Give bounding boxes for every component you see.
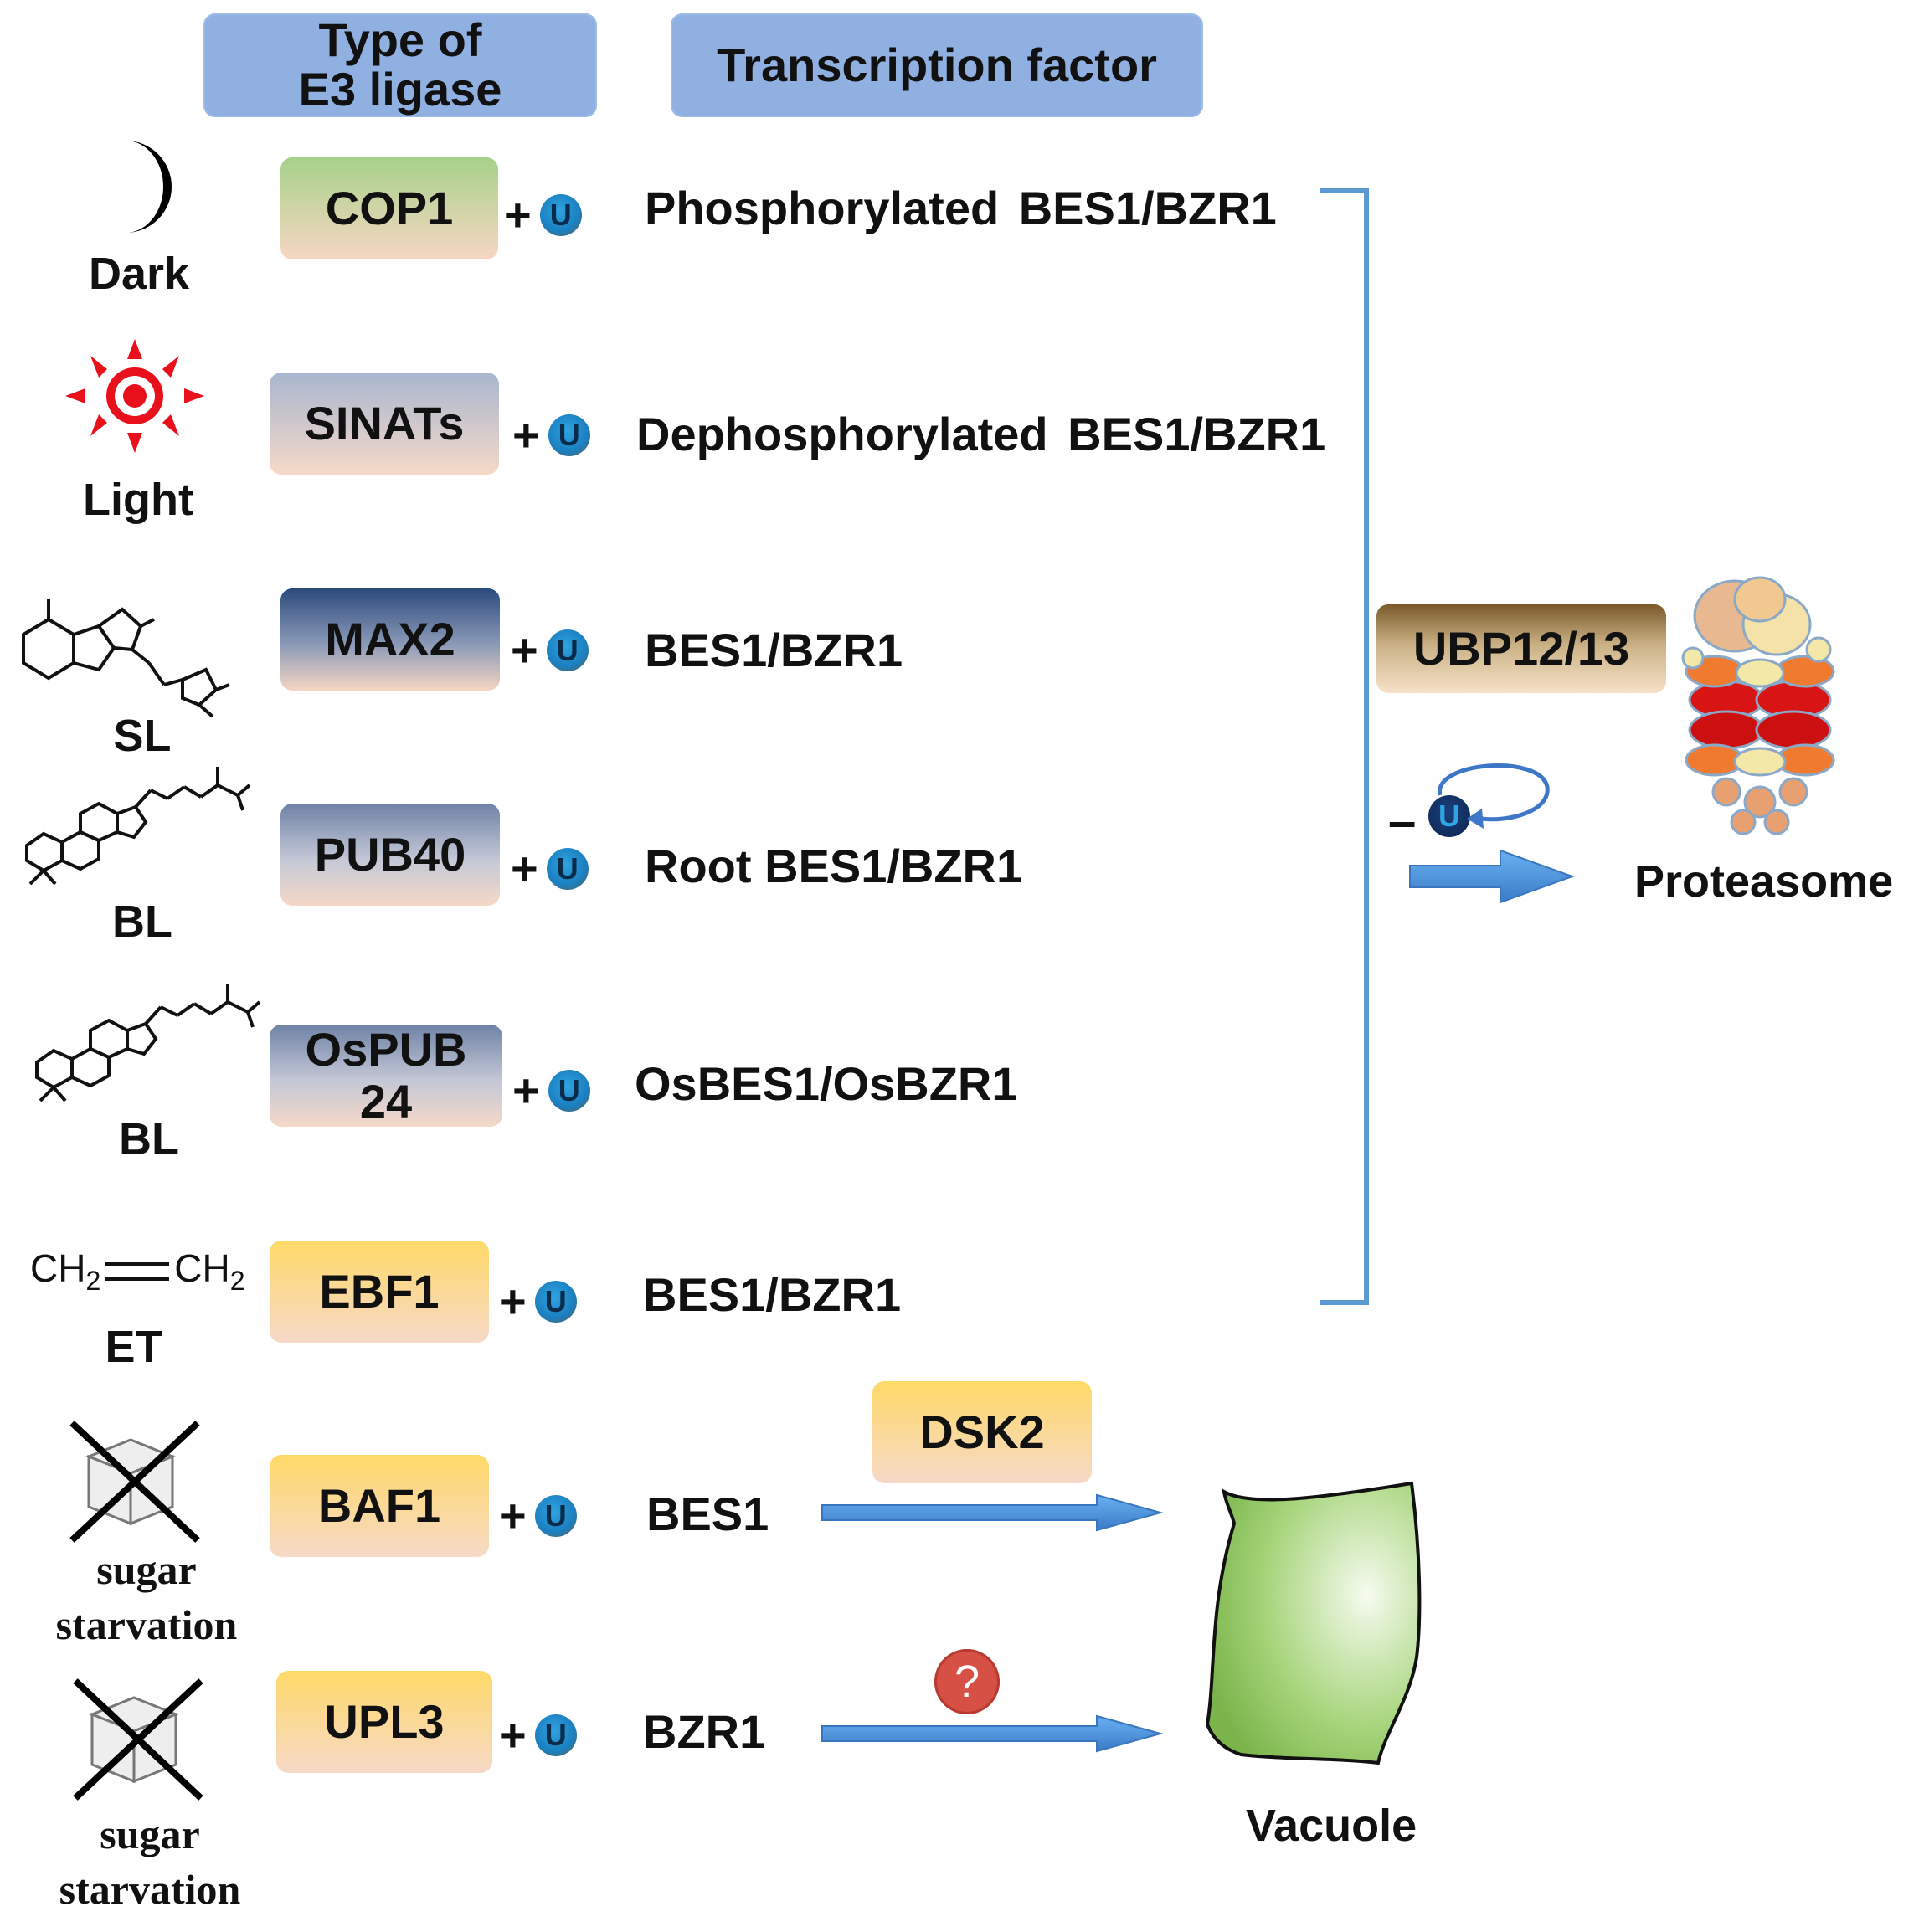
e3-box-cop1: COP1 (280, 157, 498, 259)
strigolactone-structure-icon (22, 599, 230, 718)
dsk2-box: DSK2 (872, 1381, 1092, 1483)
stimulus-label-sl: SL (113, 711, 172, 761)
plus-sign: + (504, 188, 532, 241)
tf-label-phosphorylated: Phosphorylated BES1/BZR1 (645, 182, 1277, 234)
stimulus-label-bl: BL (112, 897, 172, 947)
arrow-bes1-to-vacuole (821, 1493, 1164, 1532)
header-e3-type: Type of E3 ligase (203, 13, 597, 117)
e3-label-upl3: UPL3 (324, 1695, 445, 1749)
e3-box-max2: MAX2 (280, 588, 500, 691)
deubiquitination-loop-arrow (1438, 763, 1550, 829)
plus-ub-baf1: + U (499, 1488, 577, 1543)
tf-label-ebf1-target: BES1/BZR1 (643, 1268, 902, 1321)
plus-sign: + (499, 1708, 527, 1761)
plus-sign: + (499, 1489, 527, 1542)
ubiquitin-icon: U (534, 1280, 577, 1323)
question-mark: ? (954, 1657, 980, 1707)
ubp12-13-label: UBP12/13 (1412, 622, 1630, 676)
plus-ub-pub40: + U (511, 841, 589, 896)
e3-label-max2: MAX2 (325, 613, 455, 666)
light-sun-icon (65, 339, 204, 453)
dsk2-label: DSK2 (919, 1405, 1045, 1459)
stimulus-label-et: ET (105, 1322, 163, 1372)
e3-label-ebf1: EBF1 (319, 1265, 440, 1318)
plus-sign: + (511, 842, 538, 895)
tf-label-os: OsBES1/OsBZR1 (635, 1057, 1018, 1110)
e3-box-ospub24: OsPUB 24 (270, 1023, 502, 1128)
e3-label-pub40: PUB40 (314, 828, 466, 881)
header-transcription-factor: Transcription factor (671, 13, 1203, 117)
e3-label-cop1: COP1 (325, 182, 454, 235)
ubiquitin-icon: U (548, 1069, 590, 1112)
sugar-crossed-icon-2 (73, 1678, 203, 1801)
arrow-bzr1-to-vacuole (821, 1714, 1164, 1753)
e3-label-ospub24: OsPUB 24 (305, 1023, 467, 1128)
stimulus-label-dark: Dark (88, 249, 190, 299)
e3-label-sinats: SINATs (304, 397, 465, 450)
plus-sign: + (511, 624, 538, 676)
ubiquitin-icon: U (534, 1494, 577, 1537)
tf-label-bzr1: BZR1 (643, 1705, 766, 1758)
e3-box-ebf1: EBF1 (270, 1241, 489, 1343)
header-e3-type-label: Type of E3 ligase (298, 13, 502, 116)
ethylene-ch-right: CH (174, 1246, 230, 1290)
ubp12-13-box: UBP12/13 (1376, 604, 1666, 693)
plus-ub-max2: + U (511, 623, 589, 677)
e3-box-sinats: SINATs (270, 373, 499, 475)
unknown-pathway-question-icon: ? (934, 1649, 1000, 1714)
moon-icon (126, 141, 172, 233)
ethylene-double-bond (105, 1261, 170, 1281)
sugar-crossed-icon (69, 1421, 200, 1543)
ubiquitin-icon: U (539, 193, 582, 236)
stimulus-label-sugar-starvation-2: sugar starvation (59, 1811, 241, 1913)
vacuole-label: Vacuole (1246, 1801, 1417, 1851)
proteasome-label: Proteasome (1634, 856, 1894, 907)
stimulus-label-bl-2: BL (119, 1114, 179, 1164)
plus-sign: + (512, 408, 540, 461)
ethylene-sub-left: 2 (85, 1266, 101, 1297)
plus-ub-upl3: + U (499, 1708, 577, 1762)
ethylene-ch-left: CH (30, 1246, 86, 1290)
brassinolide-structure-icon-2 (35, 984, 261, 1102)
e3-box-upl3: UPL3 (276, 1671, 492, 1773)
ubiquitin-icon: U (548, 414, 590, 456)
tf-label-max2-target: BES1/BZR1 (645, 624, 903, 676)
e3-box-baf1: BAF1 (270, 1455, 489, 1557)
brassinolide-structure-icon (25, 767, 251, 886)
tf-label-bes1: BES1 (646, 1488, 769, 1540)
stimulus-label-sugar-starvation: sugar starvation (55, 1546, 238, 1648)
ubiquitin-icon: U (546, 847, 589, 890)
minus-sign: – (1388, 793, 1417, 849)
ubiquitin-removed-icon: U (1428, 795, 1470, 837)
plus-sign: + (512, 1064, 540, 1117)
e3-label-baf1: BAF1 (317, 1479, 441, 1533)
proteasome-icon (1681, 576, 1835, 835)
ubiquitin-icon: U (546, 629, 589, 671)
stimulus-label-light: Light (83, 475, 193, 525)
vacuole-icon (1205, 1482, 1422, 1765)
e3-box-pub40: PUB40 (280, 804, 500, 906)
tf-label-dephosphorylated: Dephosphorylated BES1/BZR1 (636, 408, 1326, 460)
header-transcription-factor-label: Transcription factor (717, 38, 1157, 91)
ethylene-sub-right: 2 (229, 1266, 245, 1297)
plus-sign: + (499, 1275, 527, 1328)
plus-ub-ebf1: + U (499, 1274, 577, 1328)
tf-label-root: Root BES1/BZR1 (645, 840, 1023, 892)
plus-ub-sinats: + U (512, 408, 590, 462)
arrow-to-proteasome (1409, 849, 1575, 904)
ubiquitin-icon: U (534, 1714, 577, 1756)
plus-ub-ospub24: + U (512, 1063, 590, 1118)
proteasome-bracket (1320, 188, 1369, 1305)
plus-ub-cop1: + U (504, 188, 582, 242)
